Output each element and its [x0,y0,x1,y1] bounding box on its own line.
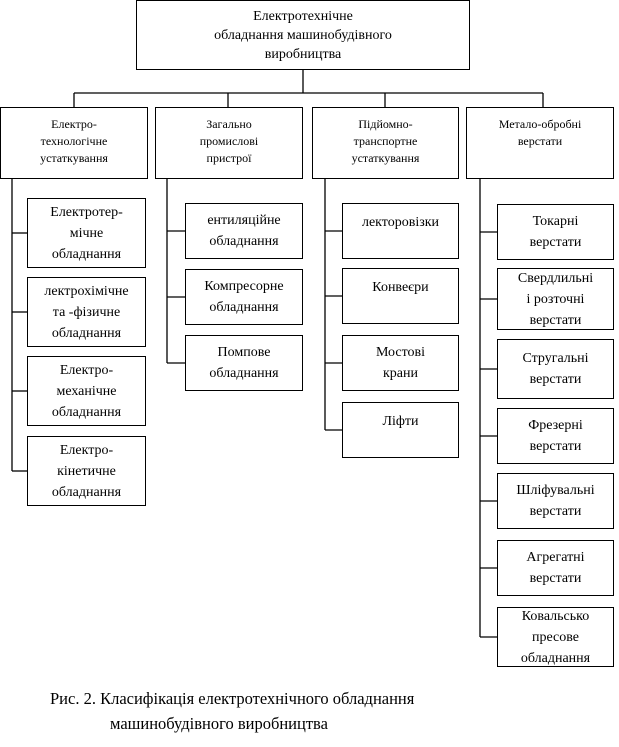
equipment-node: Конвеєри [342,268,459,324]
equipment-node: Помпове обладнання [185,335,303,391]
equipment-node: Електротер- мічне обладнання [27,198,146,268]
category-node: Підйомно- транспортне устаткування [312,107,459,179]
figure-caption-line2: машинобудівного виробництва [110,714,328,733]
equipment-node: ентиляційне обладнання [185,203,303,259]
equipment-node: Свердлильні і розточні верстати [497,268,614,330]
category-node: Загально промислові пристрої [155,107,303,179]
equipment-node: Токарні верстати [497,204,614,260]
equipment-node: Агрегатні верстати [497,540,614,596]
equipment-node: Ковальсько пресове обладнання [497,607,614,667]
equipment-node: лектрохімічне та -фізичне обладнання [27,277,146,347]
equipment-node: Електро- механічне обладнання [27,356,146,426]
equipment-node: Фрезерні верстати [497,408,614,464]
equipment-node: лекторовізки [342,203,459,259]
equipment-node: Компресорне обладнання [185,269,303,325]
equipment-node: Стругальні верстати [497,339,614,399]
category-node: Електро- технологічне устаткування [0,107,148,179]
equipment-node: Шліфувальні верстати [497,473,614,529]
category-node: Метало-обробні верстати [466,107,614,179]
equipment-node: Ліфти [342,402,459,458]
root-node: Електротехнічне обладнання машинобудівно… [136,0,470,70]
figure-caption-line1: Рис. 2. Класифікація електротехнічного о… [50,689,415,708]
equipment-node: Електро- кінетичне обладнання [27,436,146,506]
equipment-node: Мостові крани [342,335,459,391]
